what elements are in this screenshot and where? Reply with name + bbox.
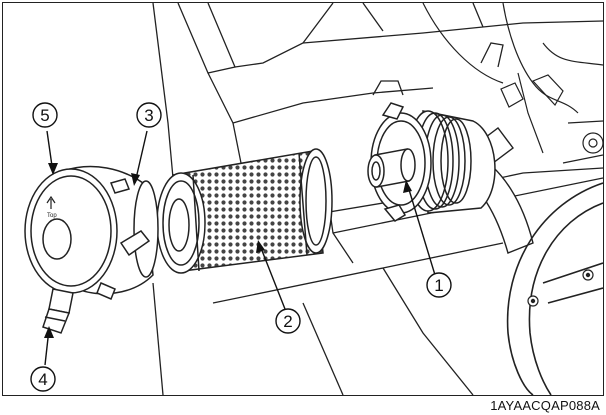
steering-wheel [506,182,603,395]
svg-text:5: 5 [40,106,49,125]
panel-bolts [527,269,594,307]
callout-5: 5 [32,102,58,128]
svg-text:3: 3 [144,106,153,125]
svg-text:1: 1 [434,276,443,295]
callout-arrowheads [44,163,412,338]
figure-code: 1AYAACQAP088A [490,398,600,413]
callout-3: 3 [136,102,162,128]
callout-1: 1 [426,272,452,298]
wiring-harness [422,3,603,164]
air-cleaner-cover [24,165,159,334]
diagram-frame: Top 5 3 1 2 4 [2,2,604,396]
svg-text:2: 2 [283,312,292,331]
callout-2: 2 [275,308,301,334]
cover-top-marking: Top [47,213,57,219]
callout-4: 4 [30,366,56,392]
primary-element [156,148,333,274]
air-cleaner-illustration: Top 5 3 1 2 4 [24,3,603,395]
svg-text:4: 4 [38,370,47,389]
safety-element [367,148,416,188]
